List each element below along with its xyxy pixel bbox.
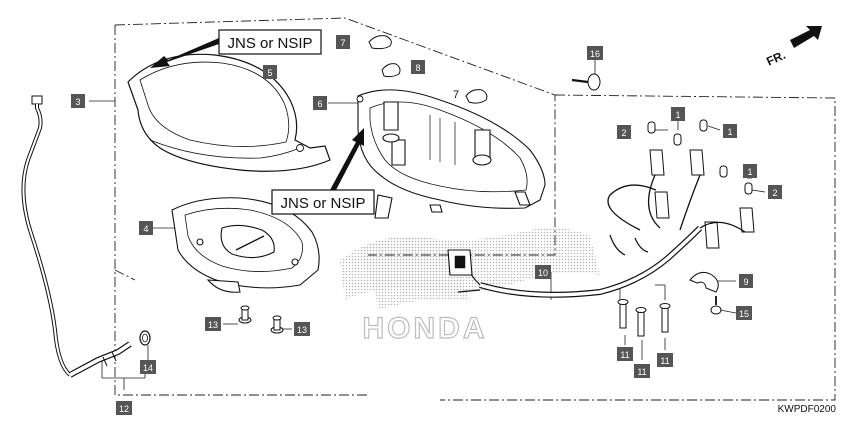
callout-15[interactable]: 15	[736, 306, 752, 320]
o-ring-14	[139, 330, 151, 346]
callout-7-cap[interactable]: 7	[336, 35, 350, 49]
callout-11b-number: 11	[637, 367, 646, 377]
callout-7-plain[interactable]: 7	[453, 89, 459, 101]
front-direction-indicator: FR.	[764, 26, 822, 69]
jns-callout-mid: JNS or NSIP	[271, 128, 375, 215]
callout-11c-number: 11	[660, 356, 669, 366]
callout-15-number: 15	[739, 309, 749, 319]
callout-2b-number: 2	[772, 188, 777, 198]
callout-4-number: 4	[143, 224, 148, 234]
honda-watermark: HONDA	[340, 227, 600, 346]
callout-6-number: 6	[317, 99, 322, 109]
bolts-11	[617, 299, 671, 337]
callout-8-number: 8	[415, 63, 420, 73]
callout-13b-number: 13	[297, 325, 307, 335]
diagram-code: KWPDF0200	[778, 404, 837, 415]
callout-10[interactable]: 10	[535, 265, 551, 279]
screws-13	[238, 305, 284, 334]
bulbs-and-sockets	[647, 119, 755, 249]
wire-harness	[447, 174, 746, 298]
meter-lens	[127, 53, 331, 172]
callout-5-number: 5	[267, 68, 272, 78]
speedometer-assembly	[171, 197, 320, 293]
callout-labels: 3 4 5 6 7 7 8 16 1 1 1 2 2 9 10 11 11 11…	[71, 35, 782, 415]
callout-16[interactable]: 16	[587, 46, 603, 60]
group-boundaries	[114, 17, 836, 401]
callout-8[interactable]: 8	[411, 60, 425, 74]
callout-14-number: 14	[143, 363, 153, 373]
callout-11-left[interactable]: 11	[617, 347, 633, 361]
callout-11a-number: 11	[620, 350, 629, 360]
jns-label-top: JNS or NSIP	[227, 35, 312, 52]
callout-1-right[interactable]: 1	[723, 124, 737, 138]
callout-3-number: 3	[75, 97, 80, 107]
callout-1b-number: 1	[727, 127, 732, 137]
callout-4[interactable]: 4	[139, 221, 153, 235]
meter-case	[356, 89, 546, 219]
callout-1a-number: 1	[675, 110, 680, 120]
callout-11-right[interactable]: 11	[657, 353, 673, 367]
callout-6[interactable]: 6	[313, 96, 327, 110]
callout-2-left[interactable]: 2	[617, 125, 631, 139]
harness-clamp	[689, 271, 722, 315]
callout-5[interactable]: 5	[263, 65, 277, 79]
callout-1c-number: 1	[747, 167, 752, 177]
meter-cable	[21, 95, 132, 378]
rubber-caps	[368, 35, 488, 104]
jns-callout-top: JNS or NSIP	[150, 29, 322, 68]
callout-2-right[interactable]: 2	[768, 185, 782, 199]
callout-13-left[interactable]: 13	[205, 317, 221, 331]
callout-13-right[interactable]: 13	[294, 322, 310, 336]
front-label: FR.	[764, 48, 787, 69]
screw-16	[571, 73, 601, 91]
callout-1-lower[interactable]: 1	[743, 164, 757, 178]
callout-7-number: 7	[340, 38, 345, 48]
jns-label-mid: JNS or NSIP	[280, 195, 365, 212]
callout-16-number: 16	[590, 49, 600, 59]
honda-wordmark: HONDA	[363, 312, 488, 345]
callout-9-number: 9	[743, 277, 748, 287]
callout-10-number: 10	[538, 268, 548, 278]
callout-2a-number: 2	[621, 128, 626, 138]
callout-13a-number: 13	[208, 320, 218, 330]
callout-1-top[interactable]: 1	[671, 107, 685, 121]
callout-11-middle[interactable]: 11	[634, 364, 650, 378]
callout-14[interactable]: 14	[140, 360, 156, 374]
callout-9[interactable]: 9	[739, 274, 753, 288]
callout-12-number: 12	[119, 404, 129, 414]
callout-3[interactable]: 3	[71, 94, 85, 108]
callout-12[interactable]: 12	[116, 401, 132, 415]
